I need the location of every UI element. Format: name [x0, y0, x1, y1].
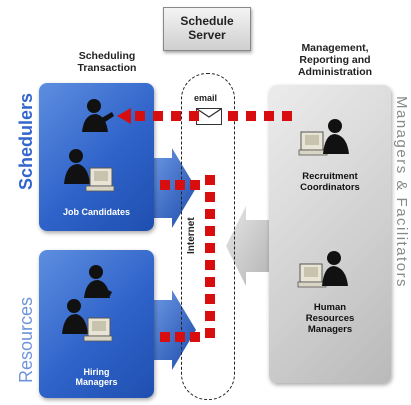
dotted-arrow-dot: [282, 111, 292, 121]
management-label: Management, Reporting and Administration: [280, 42, 390, 78]
job-candidates-block-arrow: [150, 148, 196, 228]
hiring-managers-block-arrow: [150, 290, 196, 370]
internet-tunnel: [181, 73, 235, 400]
dotted-arrow-dot: [175, 332, 185, 342]
scheduling-transaction-line-1: Scheduling: [78, 50, 136, 62]
schedule-server-line-1: Schedule: [180, 14, 234, 29]
hiring-managers-line-2: Managers: [75, 377, 118, 388]
person-at-computer-icon: [82, 99, 114, 132]
dotted-arrow-dot: [205, 311, 215, 321]
dotted-arrow-dot: [205, 294, 215, 304]
dotted-arrow-dot: [228, 111, 238, 121]
schedule-server-box: Schedule Server: [163, 7, 251, 51]
hiring-managers-line-1: Hiring: [83, 367, 110, 377]
dotted-arrow-dot: [175, 180, 185, 190]
recruitment-coordinators-line-2: Coordinators: [300, 181, 360, 193]
dotted-arrow-dot: [205, 243, 215, 253]
dotted-arrow-head-left: [117, 108, 131, 124]
managers-panel: [269, 85, 391, 383]
hr-managers-label: Human Resources Managers: [269, 302, 391, 336]
person-at-computer-icon: [84, 265, 112, 298]
hr-managers-line-3: Managers: [307, 323, 353, 335]
dotted-arrow-dot: [205, 192, 215, 202]
management-line-1: Management,: [301, 42, 369, 54]
dotted-arrow-dot: [205, 328, 215, 338]
dotted-arrow-dot: [171, 111, 181, 121]
dotted-arrow-dot: [205, 277, 215, 287]
dotted-arrow-dot: [246, 111, 256, 121]
dotted-arrow-dot: [160, 180, 170, 190]
recruitment-coordinators-label: Recruitment Coordinators: [269, 171, 391, 194]
person-at-computer-icon: [297, 251, 348, 288]
dotted-arrow-dot: [160, 332, 170, 342]
recruitment-coordinators-line-1: Recruitment: [302, 171, 358, 182]
dotted-arrow-dot: [205, 226, 215, 236]
hr-managers-line-2: Resources: [305, 312, 355, 324]
dotted-arrow-dot: [205, 209, 215, 219]
scheduling-transaction-line-2: Transaction: [77, 62, 137, 75]
person-at-computer-icon: [298, 119, 349, 156]
management-line-3: Administration: [297, 66, 373, 79]
dotted-arrow-dot: [190, 332, 200, 342]
dotted-arrow-dot: [264, 111, 274, 121]
hiring-managers-label: Hiring Managers: [39, 367, 154, 388]
hr-managers-line-1: Human: [313, 302, 347, 313]
job-candidates-label: Job Candidates: [62, 207, 130, 217]
person-at-computer-icon: [64, 149, 115, 192]
dotted-arrow-dot: [190, 180, 200, 190]
dotted-arrow-dot: [205, 260, 215, 270]
dotted-arrow-dot: [189, 111, 199, 121]
email-label: email: [194, 93, 218, 103]
dotted-arrow-dot: [135, 111, 145, 121]
dotted-arrow-dot: [153, 111, 163, 121]
schedule-server-line-2: Server: [188, 28, 226, 42]
management-line-2: Reporting and: [299, 54, 371, 67]
person-at-computer-icon: [62, 299, 113, 342]
scheduling-transaction-label: Scheduling Transaction: [52, 50, 162, 74]
managers-block-arrow: [226, 206, 272, 286]
dotted-arrow-dot: [205, 175, 215, 185]
